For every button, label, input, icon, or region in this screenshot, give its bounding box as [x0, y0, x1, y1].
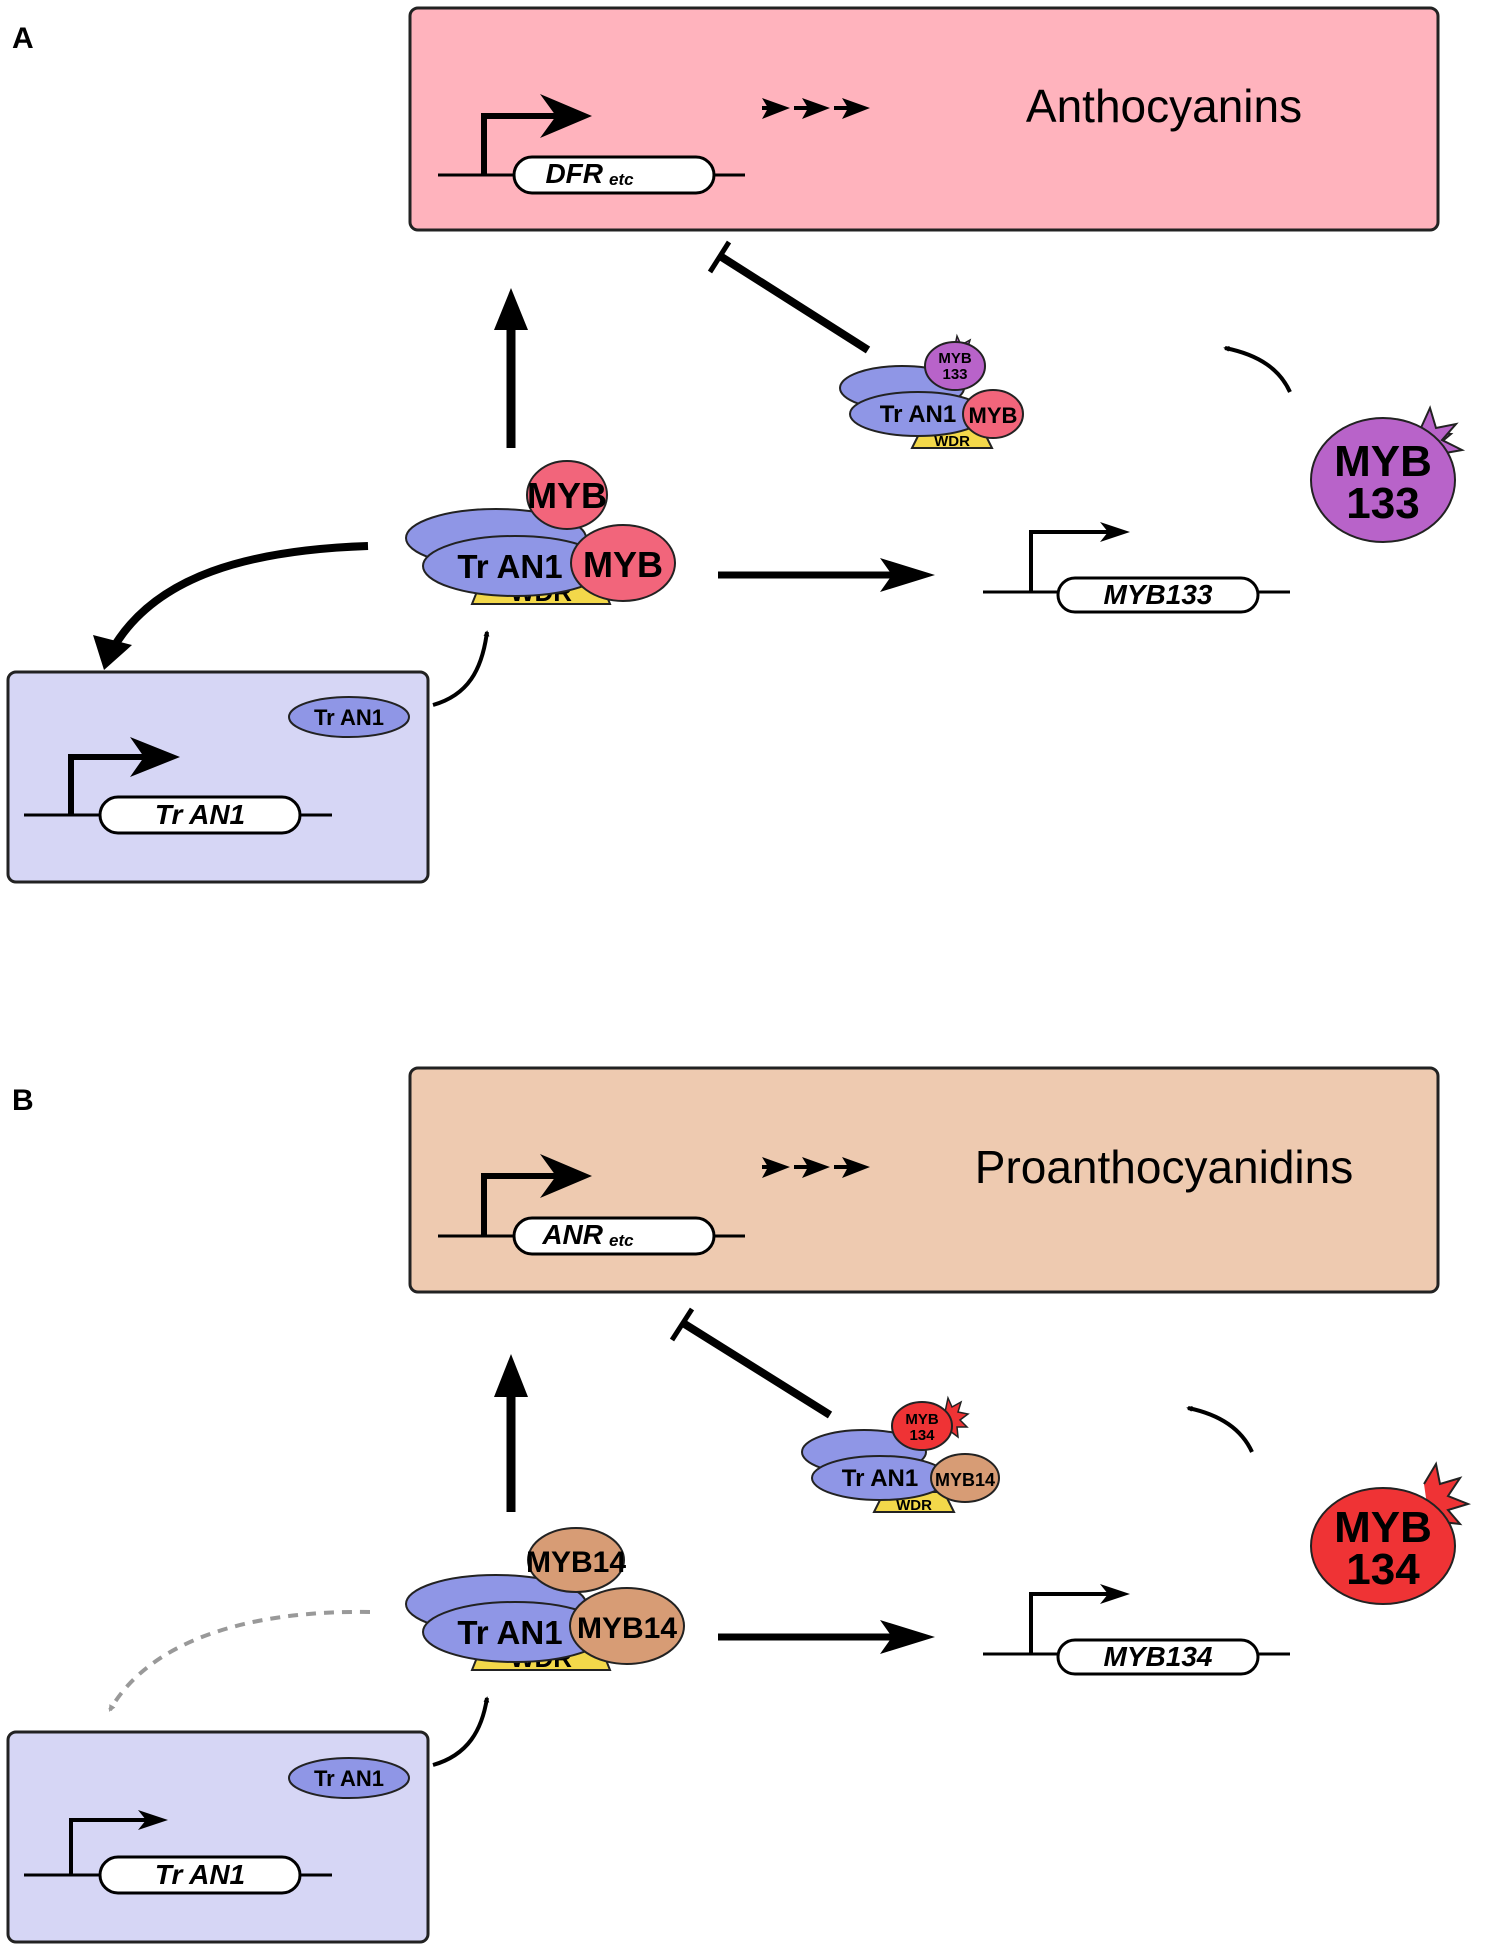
repressor-complex-b: MYB 134 Tr AN1 MYB14 WDR	[801, 1395, 1000, 1514]
pathway-steps-icon	[762, 98, 870, 119]
repressor-gene-b	[1056, 1638, 1260, 1676]
repressor-protein-a: MYB 133	[1310, 405, 1466, 543]
svg-text:MYB133: MYB133	[1104, 579, 1213, 610]
svg-text:Tr AN1: Tr AN1	[457, 548, 562, 585]
repressor-complex-a: MYB 133 Tr AN1 MYB WDR	[839, 333, 1024, 450]
repressor-gene-a	[1056, 576, 1260, 614]
svg-text:Tr AN1: Tr AN1	[314, 1766, 384, 1791]
svg-text:MYB14: MYB14	[577, 1612, 677, 1645]
mbw-complex-b: WDR MYB14 Tr AN1 MYB14	[405, 1527, 685, 1673]
svg-text:WDR: WDR	[896, 1497, 932, 1514]
svg-text:WDR: WDR	[934, 433, 970, 450]
target-gene-b	[512, 1216, 716, 1256]
target-gene-label-a: DFR	[545, 158, 603, 189]
svg-text:MYB134: MYB134	[1104, 1641, 1213, 1672]
feedback-gene-b	[98, 1855, 302, 1895]
svg-text:Tr AN1: Tr AN1	[457, 1614, 562, 1651]
promoter-arrow-icon	[138, 1810, 168, 1830]
svg-text:133: 133	[1346, 479, 1419, 528]
svg-text:Tr AN1: Tr AN1	[155, 799, 245, 830]
panel-a: A DFR etc Anthocyanins	[6, 6, 1466, 884]
svg-text:133: 133	[942, 366, 967, 383]
pathway-product-a: Anthocyanins	[1026, 80, 1302, 132]
mbw-complex-a: WDR MYB Tr AN1 MYB	[405, 460, 676, 607]
svg-text:Tr AN1: Tr AN1	[155, 1859, 245, 1890]
svg-text:MYB14: MYB14	[935, 1470, 995, 1490]
pathway-product-b: Proanthocyanidins	[975, 1141, 1353, 1193]
target-gene-suffix-a: etc	[609, 170, 634, 189]
svg-text:MYB: MYB	[905, 1411, 939, 1428]
svg-text:134: 134	[909, 1427, 935, 1444]
svg-text:MYB: MYB	[1334, 1503, 1432, 1552]
repressor-protein-b: MYB 134	[1310, 1461, 1472, 1605]
pathway-steps-icon	[762, 1157, 870, 1178]
repression-bar-icon	[669, 1307, 695, 1342]
svg-text:ANR: ANR	[541, 1219, 603, 1250]
activation-arrow-icon	[494, 288, 528, 330]
svg-text:MYB: MYB	[938, 350, 972, 367]
promoter-arrow-icon	[1100, 1584, 1130, 1604]
svg-text:etc: etc	[609, 1231, 634, 1250]
svg-text:MYB: MYB	[583, 544, 663, 585]
svg-text:Tr AN1: Tr AN1	[314, 705, 384, 730]
activation-arrow-icon	[494, 1354, 528, 1397]
promoter-arrow-icon	[540, 94, 592, 138]
promoter-arrow-icon	[130, 737, 180, 777]
svg-text:MYB: MYB	[527, 475, 607, 516]
svg-text:Tr AN1: Tr AN1	[880, 401, 956, 428]
promoter-arrow-icon	[1100, 522, 1130, 542]
target-gene-a	[512, 155, 716, 195]
svg-text:MYB: MYB	[969, 403, 1018, 428]
promoter-arrow-icon	[540, 1154, 592, 1198]
panel-letter-a: A	[12, 22, 34, 55]
svg-text:Tr AN1: Tr AN1	[842, 1465, 918, 1492]
panel-b: B ANR etc Proanthocyanidins MYB 134	[6, 1066, 1472, 1944]
svg-text:MYB14: MYB14	[526, 1546, 626, 1579]
feedback-gene-a	[98, 795, 302, 835]
svg-text:134: 134	[1346, 1545, 1420, 1594]
panel-letter-b: B	[12, 1084, 34, 1117]
svg-text:MYB: MYB	[1334, 437, 1432, 486]
repression-bar-icon	[707, 240, 732, 274]
